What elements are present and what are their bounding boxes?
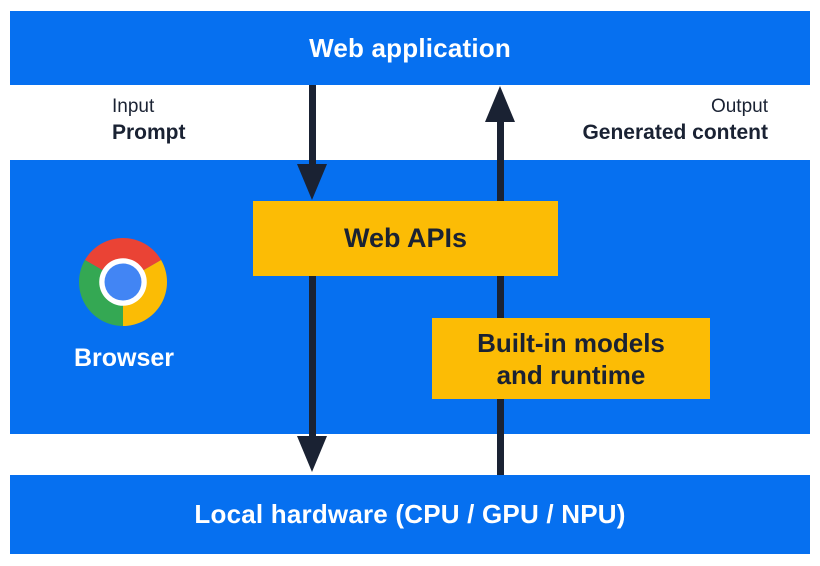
output-title: Output xyxy=(710,96,768,117)
builtin-models-box: Built-in models and runtime xyxy=(432,318,710,399)
chrome-icon xyxy=(79,238,167,326)
local-hardware-bar: Local hardware (CPU / GPU / NPU) xyxy=(10,475,810,554)
builtin-models-line2: and runtime xyxy=(496,359,646,390)
web-application-bar: Web application xyxy=(10,11,810,85)
output-arrowhead xyxy=(485,86,515,122)
browser-label: Browser xyxy=(73,344,175,372)
input-label-block: Input Prompt xyxy=(112,97,186,143)
input-value: Prompt xyxy=(112,121,186,144)
web-apis-box: Web APIs xyxy=(253,201,558,276)
local-hardware-label: Local hardware (CPU / GPU / NPU) xyxy=(194,499,626,529)
builtin-models-line1: Built-in models xyxy=(477,327,665,358)
input-arrowhead-lower xyxy=(297,436,327,472)
web-application-label: Web application xyxy=(309,32,511,63)
input-arrow-line-upper xyxy=(309,85,316,166)
output-label-block: Output Generated content xyxy=(582,97,768,143)
output-arrow-line xyxy=(497,120,504,475)
input-arrow-line-lower xyxy=(309,276,316,437)
input-title: Input xyxy=(112,96,155,117)
output-value: Generated content xyxy=(582,121,768,144)
web-apis-label: Web APIs xyxy=(343,223,468,253)
input-arrowhead-upper xyxy=(297,164,327,200)
